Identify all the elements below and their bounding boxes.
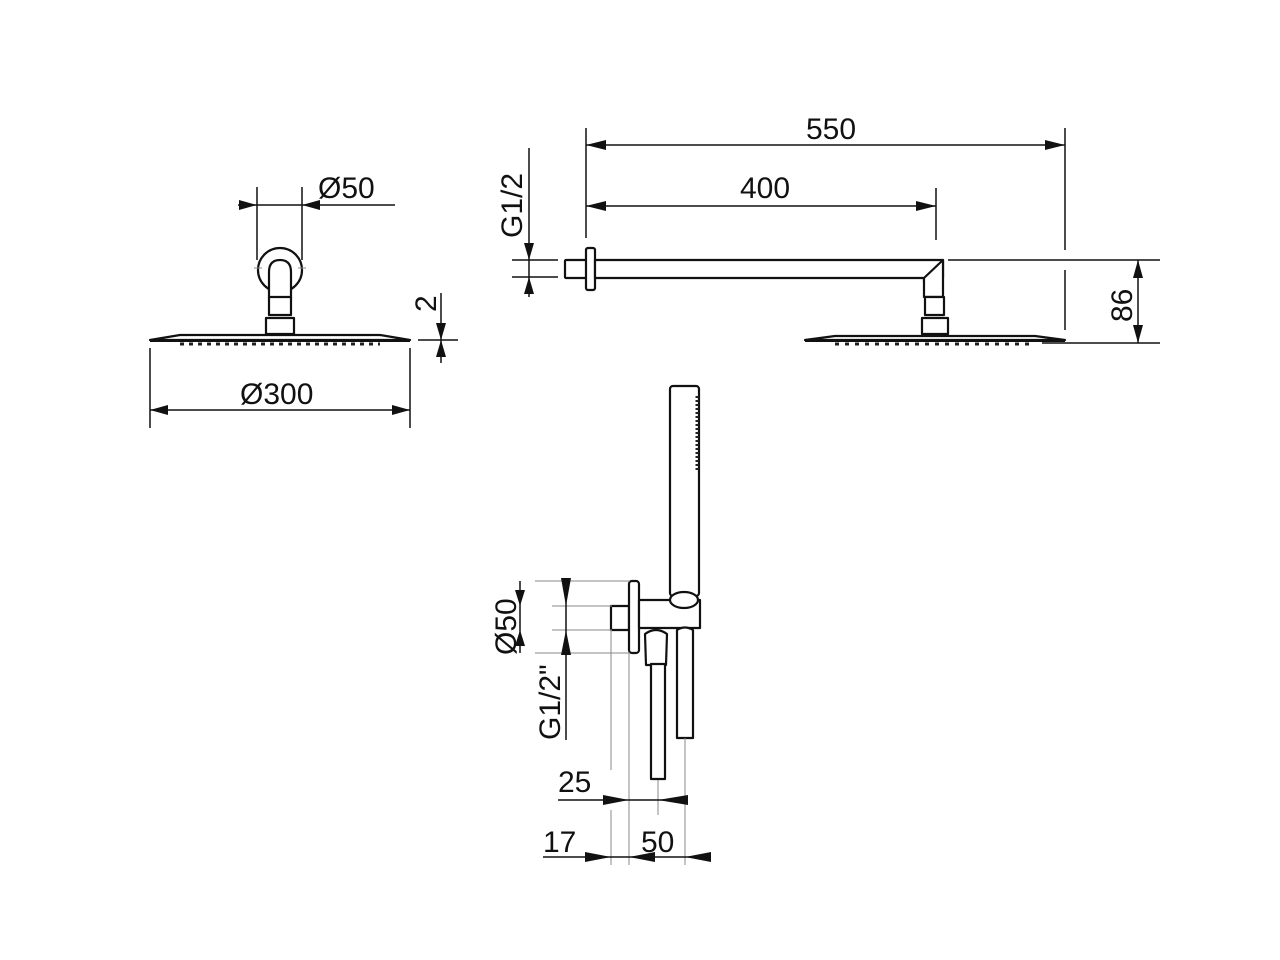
dim-side-height: 86: [1106, 289, 1139, 322]
dim-hand-flange-diameter: Ø50: [490, 598, 523, 655]
side-view: G1/2 550 400: [496, 113, 1160, 346]
dim-side-overall-length: 550: [806, 113, 856, 146]
hand-shower-view: Ø50 G1/2" 25 17 50: [490, 384, 711, 865]
dim-side-arm-length: 400: [740, 172, 790, 205]
dim-hand-thread: G1/2": [534, 664, 567, 740]
dim-side-thread: G1/2: [496, 173, 529, 238]
front-view: Ø50 Ø300 2: [148, 172, 458, 428]
dim-hand-depth-50: 50: [641, 826, 674, 859]
dim-front-arm-diameter: Ø50: [318, 172, 375, 205]
dim-front-head-diameter: Ø300: [240, 378, 313, 411]
dim-front-head-thickness: 2: [410, 295, 443, 312]
dim-hand-depth-25: 25: [558, 766, 591, 799]
dim-hand-depth-17: 17: [543, 826, 576, 859]
